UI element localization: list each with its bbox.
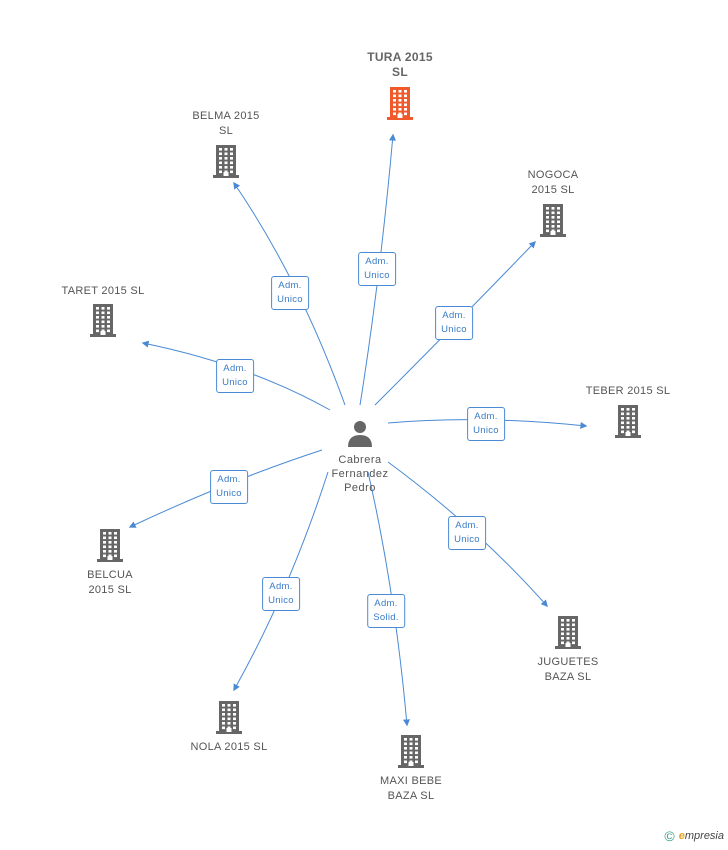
edge-label-line: Adm. xyxy=(442,310,466,321)
person-name-line: Cabrera xyxy=(338,454,382,466)
company-label-line: 2015 SL xyxy=(88,584,132,596)
person-icon[interactable] xyxy=(346,419,374,452)
company-label-nogoca[interactable]: NOGOCA 2015 SL xyxy=(528,168,579,198)
edge-label-line: Unico xyxy=(268,595,294,606)
building-icon[interactable] xyxy=(396,734,426,773)
edge-label-line: Unico xyxy=(441,324,467,335)
company-label-juguetes[interactable]: JUGUETES BAZA SL xyxy=(537,655,598,685)
edge-label-line: Unico xyxy=(277,294,303,305)
edge-label-line: Adm. xyxy=(474,411,498,422)
building-icon[interactable] xyxy=(95,528,125,567)
company-label-line: BELCUA xyxy=(87,569,133,581)
company-label-taret[interactable]: TARET 2015 SL xyxy=(62,284,145,299)
company-label-line: TEBER 2015 SL xyxy=(585,385,671,397)
edge-label-line: Unico xyxy=(473,425,499,436)
edge-label-line: Unico xyxy=(222,377,248,388)
company-label-line: BAZA SL xyxy=(544,671,592,683)
edge-label-belma[interactable]: Adm. Unico xyxy=(271,276,309,310)
company-label-line: MAXI BEBE xyxy=(380,775,442,787)
edge-label-juguetes[interactable]: Adm. Unico xyxy=(448,516,486,550)
edge-label-tura[interactable]: Adm. Unico xyxy=(358,252,396,286)
edge-label-line: Adm. xyxy=(278,280,302,291)
company-label-maxi[interactable]: MAXI BEBE BAZA SL xyxy=(380,774,442,804)
edge-label-line: Adm. xyxy=(374,598,398,609)
building-icon[interactable] xyxy=(553,615,583,654)
edge-label-belcua[interactable]: Adm. Unico xyxy=(210,470,248,504)
company-label-line: TURA 2015 xyxy=(367,50,433,64)
company-label-belcua[interactable]: BELCUA 2015 SL xyxy=(87,568,133,598)
edge-label-line: Adm. xyxy=(455,520,479,531)
building-icon[interactable] xyxy=(88,303,118,342)
edge-label-line: Adm. xyxy=(223,363,247,374)
company-label-line: BAZA SL xyxy=(387,790,435,802)
edge-label-line: Unico xyxy=(216,488,242,499)
company-label-line: JUGUETES xyxy=(537,656,599,668)
building-icon[interactable] xyxy=(538,203,568,242)
edge-label-line: Adm. xyxy=(269,581,293,592)
edge-label-line: Unico xyxy=(364,270,390,281)
building-icon[interactable] xyxy=(385,86,415,125)
brand-name: empresia xyxy=(679,830,724,842)
building-icon[interactable] xyxy=(613,404,643,443)
edge-label-line: Adm. xyxy=(217,474,241,485)
company-label-line: TARET 2015 SL xyxy=(61,285,145,297)
edge-label-line: Adm. xyxy=(365,256,389,267)
copyright-icon: © xyxy=(664,828,675,844)
company-label-line: BELMA 2015 xyxy=(192,110,260,122)
edge-label-nola[interactable]: Adm. Unico xyxy=(262,577,300,611)
person-name-line: Pedro xyxy=(344,482,376,494)
edge-label-teber[interactable]: Adm. Unico xyxy=(467,407,505,441)
edge-label-line: Solid. xyxy=(373,612,399,623)
edge-label-line: Unico xyxy=(454,534,480,545)
company-label-nola[interactable]: NOLA 2015 SL xyxy=(191,740,268,755)
edge-label-maxi[interactable]: Adm. Solid. xyxy=(367,594,405,628)
company-label-teber[interactable]: TEBER 2015 SL xyxy=(586,384,671,399)
brand-name-rest: mpresia xyxy=(684,830,724,842)
person-name-line: Fernandez xyxy=(331,468,389,480)
company-label-line: SL xyxy=(218,125,234,137)
brand-name-first: e xyxy=(678,830,685,842)
brand-watermark: © empresia xyxy=(664,828,724,844)
edge-label-taret[interactable]: Adm. Unico xyxy=(216,359,254,393)
company-label-line: SL xyxy=(392,65,408,79)
company-label-line: 2015 SL xyxy=(531,184,575,196)
building-icon[interactable] xyxy=(211,144,241,183)
building-icon[interactable] xyxy=(214,700,244,739)
edge-label-nogoca[interactable]: Adm. Unico xyxy=(435,306,473,340)
company-label-line: NOGOCA xyxy=(527,169,579,181)
company-label-line: NOLA 2015 SL xyxy=(190,741,268,753)
